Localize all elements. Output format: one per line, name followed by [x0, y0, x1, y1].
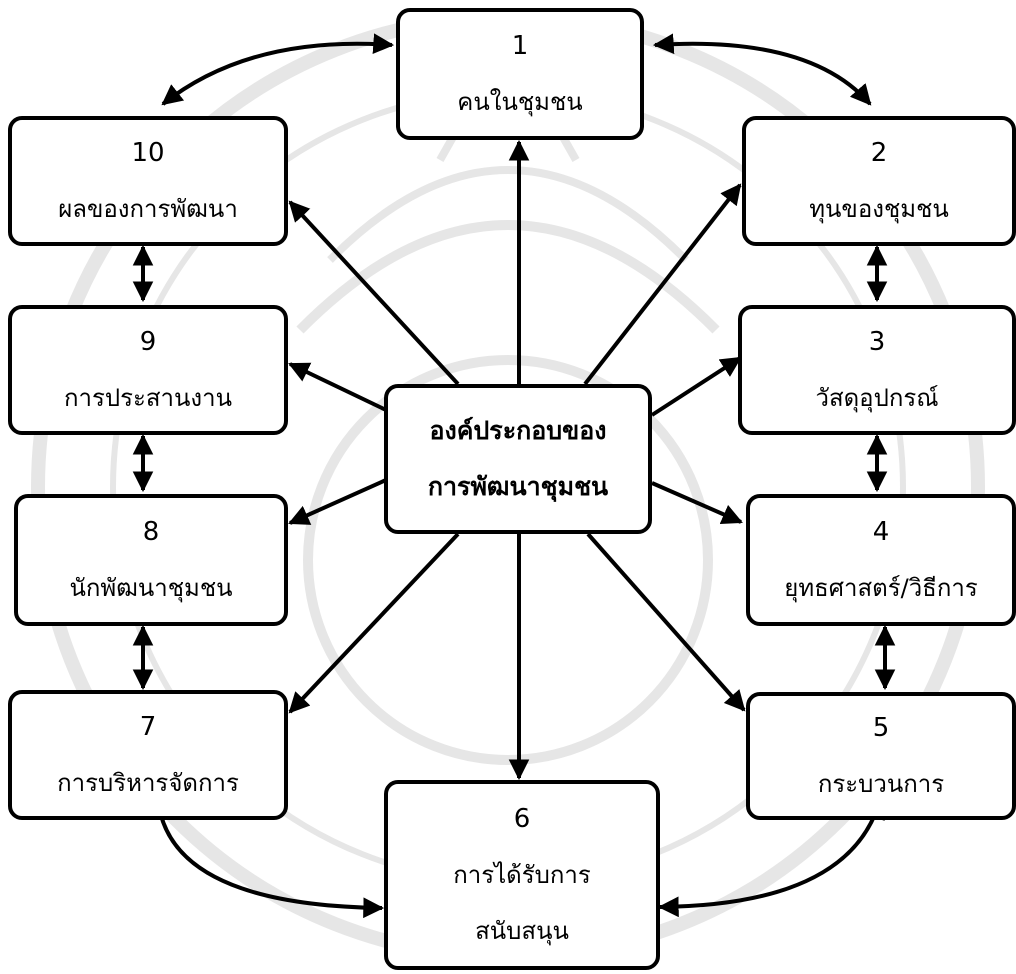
node-1-box: 1 คนในชุมชน	[396, 8, 644, 140]
node-3-box: 3 วัสดุอุปกรณ์	[738, 305, 1016, 435]
node-7-box: 7 การบริหารจัดการ	[8, 690, 288, 820]
node-9-label: การประสานงาน	[63, 384, 233, 412]
node-4-label: ยุทธศาสตร์/วิธีการ	[784, 574, 978, 602]
node-9-number: 9	[139, 327, 157, 357]
arrow-center-to-node-5	[586, 532, 746, 712]
curve-node-7-node-6	[149, 797, 385, 919]
curve-node-1-node-2	[652, 33, 872, 106]
curve-node-10-node-1	[161, 33, 395, 106]
node-10-label: ผลของการพัฒนา	[58, 195, 238, 223]
node-6-label-line2: สนับสนุน	[475, 917, 569, 945]
arrow-center-to-node-7	[288, 532, 460, 714]
node-8-label: นักพัฒนาชุมชน	[69, 574, 233, 602]
curve-node-6-node-5	[657, 798, 885, 918]
node-10-number: 10	[131, 138, 165, 168]
center-box: องค์ประกอบของ การพัฒนาชุมชน	[384, 384, 652, 534]
arrow-center-to-node-2	[583, 183, 742, 386]
node-5-box: 5 กระบวนการ	[746, 692, 1016, 820]
node-2-box: 2 ทุนของชุมชน	[742, 116, 1016, 246]
node-3-label: วัสดุอุปกรณ์	[815, 384, 939, 412]
arrow-center-to-node-3	[650, 356, 742, 417]
node-8-box: 8 นักพัฒนาชุมชน	[14, 494, 288, 626]
node-7-number: 7	[139, 712, 157, 742]
node-6-number: 6	[513, 804, 531, 834]
node-4-box: 4 ยุทธศาสตร์/วิธีการ	[746, 494, 1016, 626]
arrow-center-to-node-10	[288, 200, 460, 386]
node-2-number: 2	[870, 138, 888, 168]
node-1-number: 1	[511, 31, 529, 61]
node-6-label-line1: การได้รับการ	[453, 861, 591, 889]
node-5-number: 5	[872, 713, 890, 743]
arrow-center-to-node-4	[651, 481, 743, 525]
node-10-box: 10 ผลของการพัฒนา	[8, 116, 288, 246]
node-3-number: 3	[868, 327, 886, 357]
arrow-center-to-node-9	[288, 362, 387, 412]
center-label-line1: องค์ประกอบของ	[429, 416, 607, 445]
node-2-label: ทุนของชุมชน	[809, 195, 949, 223]
node-6-box: 6 การได้รับการ สนับสนุน	[384, 780, 660, 970]
node-7-label: การบริหารจัดการ	[57, 769, 239, 797]
node-1-label: คนในชุมชน	[457, 88, 583, 116]
node-9-box: 9 การประสานงาน	[8, 305, 288, 435]
node-8-number: 8	[142, 517, 160, 547]
node-5-label: กระบวนการ	[817, 770, 945, 798]
arrow-center-to-node-8	[288, 478, 387, 525]
node-4-number: 4	[872, 517, 890, 547]
center-label-line2: การพัฒนาชุมชน	[427, 472, 609, 501]
